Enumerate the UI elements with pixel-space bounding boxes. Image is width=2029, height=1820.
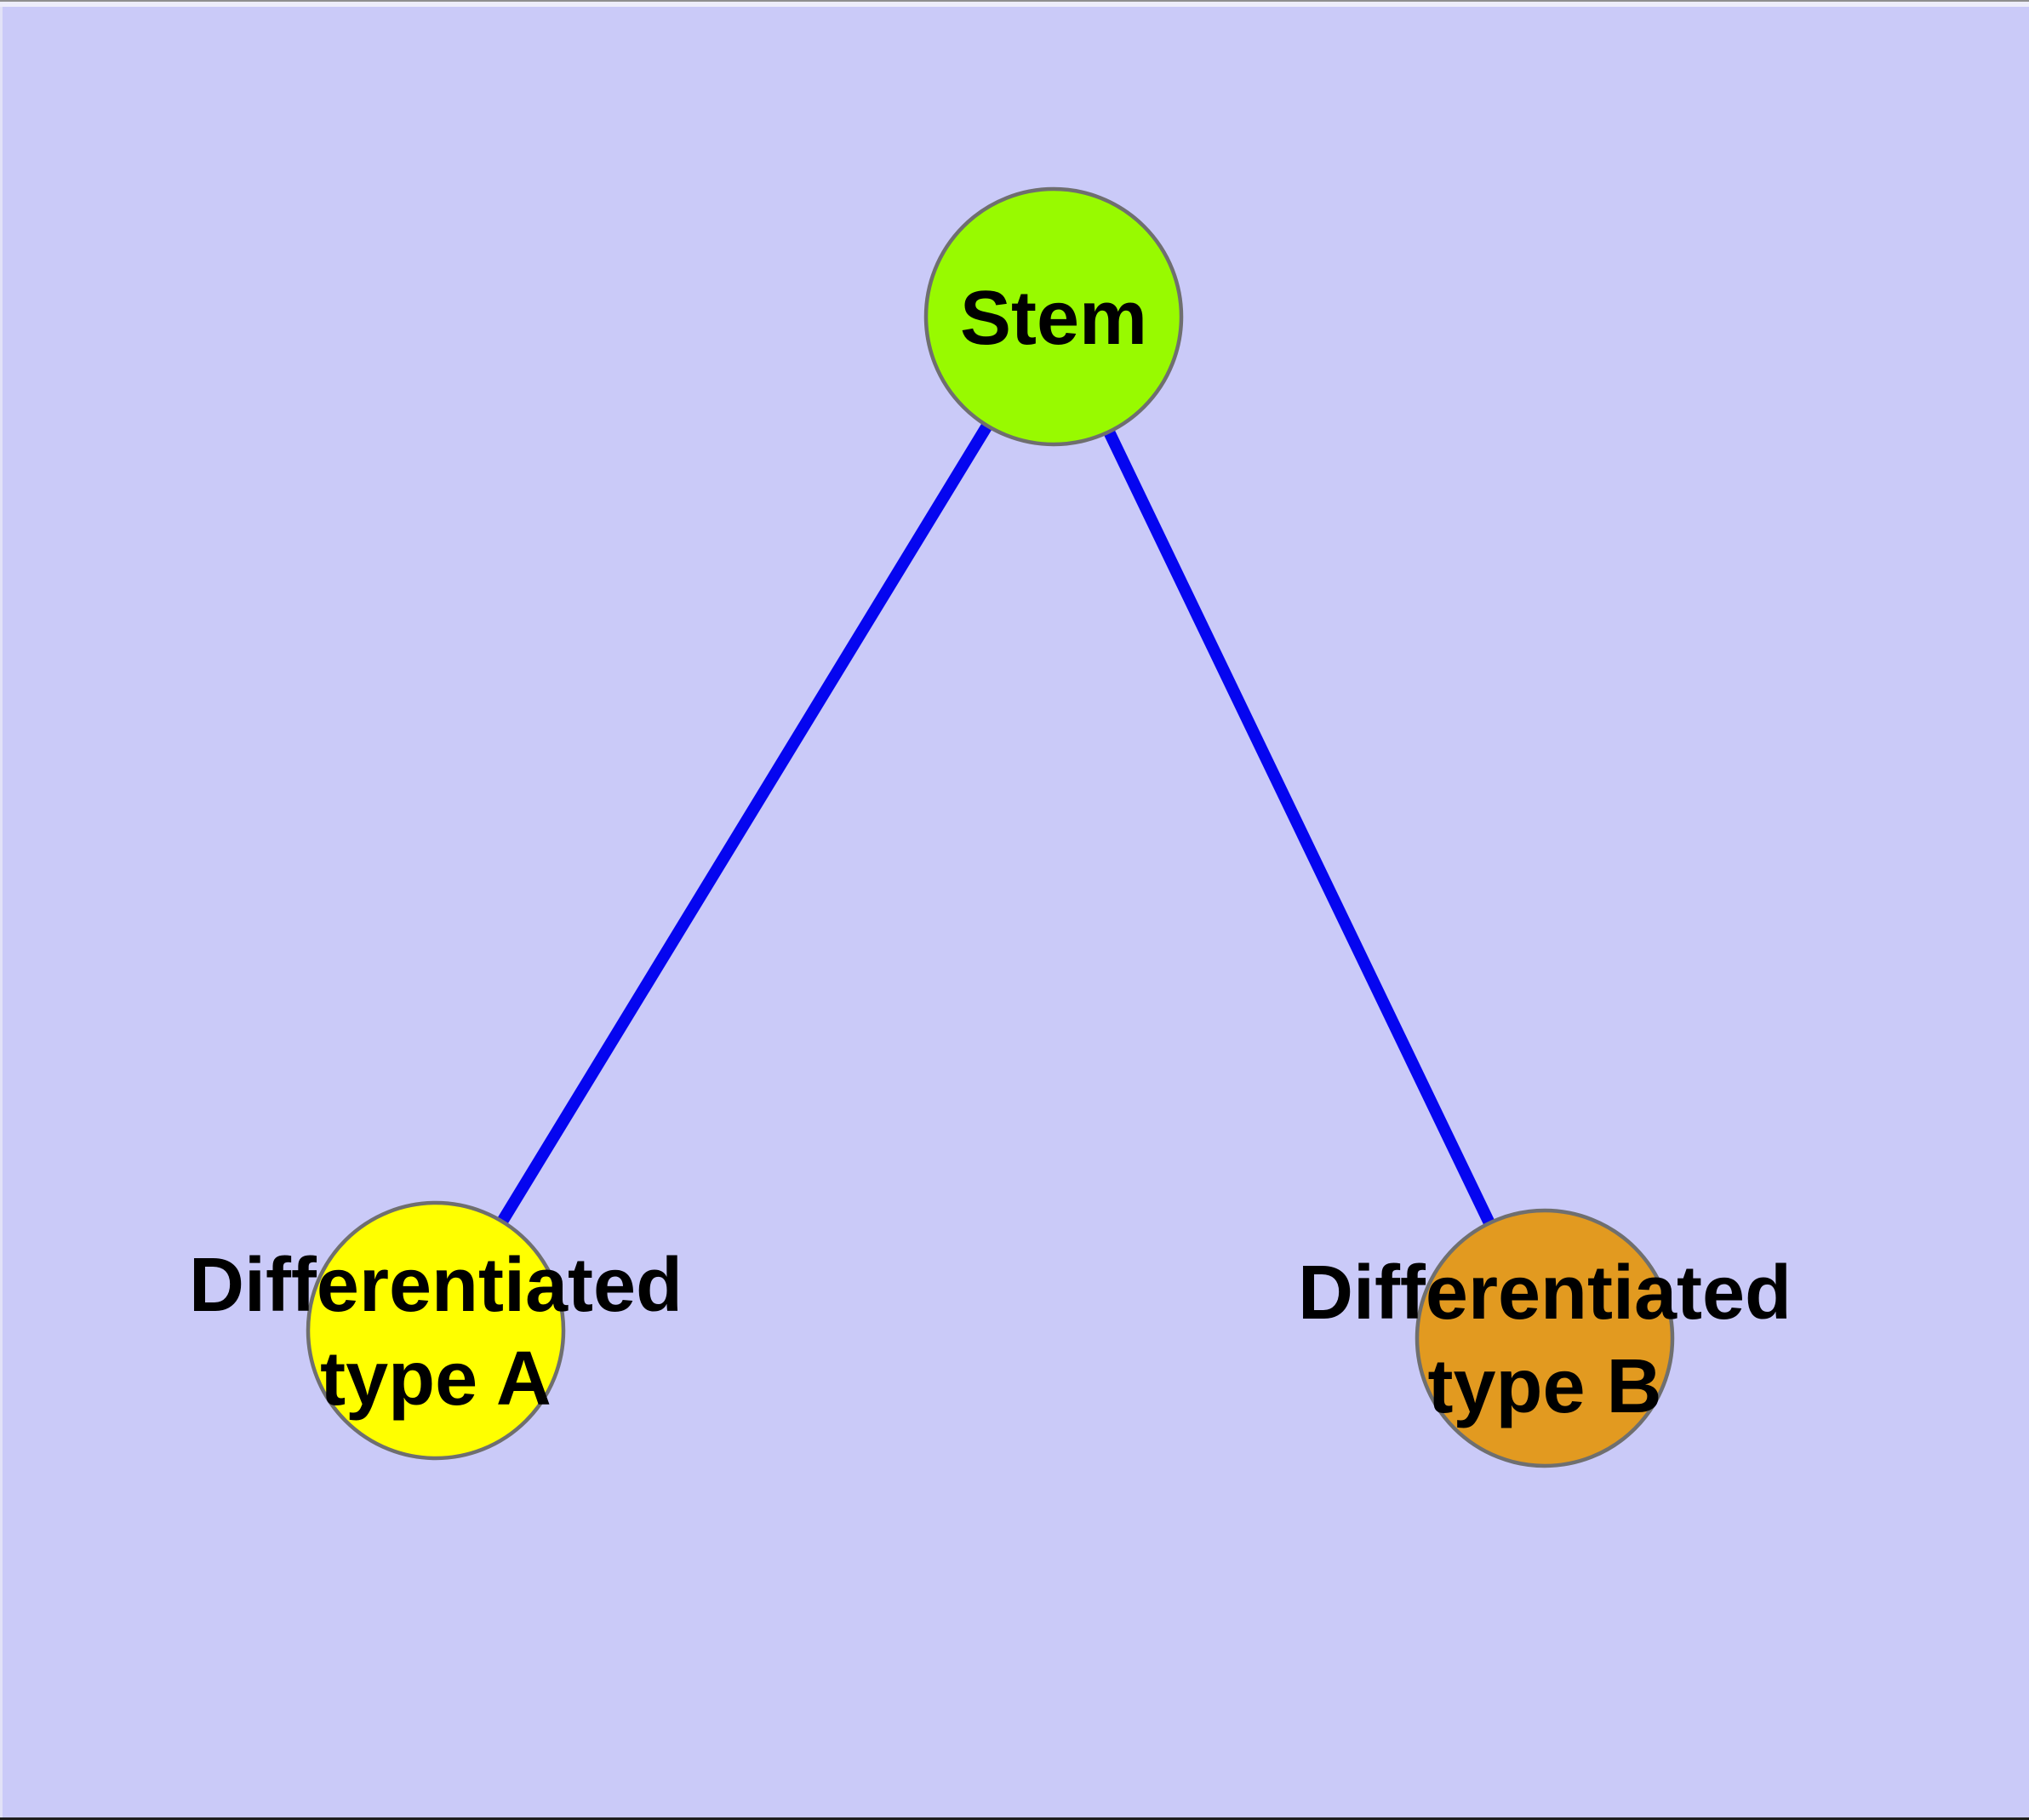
node-differentiated-type-a-circle [306, 1200, 566, 1461]
node-stem: Stem [923, 186, 1184, 447]
node-differentiated-type-a-label-line-1: Differentiated [189, 1243, 683, 1328]
node-differentiated-type-b-label-line-1: Differentiated [1298, 1251, 1792, 1336]
node-differentiated-type-b-circle [1415, 1208, 1675, 1468]
window-left-highlight [0, 7, 3, 1817]
window-bottom-edge [0, 1817, 2029, 1820]
window-top-highlight [0, 2, 2029, 7]
edge-stem-differentiated-type-b [1048, 313, 1551, 1342]
node-stem-label-line-1: Stem [960, 276, 1147, 361]
window-top-edge [0, 0, 2029, 2]
edge-stem-differentiated-type-a [431, 313, 1059, 1334]
node-differentiated-type-a-label-line-2: type A [320, 1336, 552, 1422]
node-stem-circle [923, 186, 1184, 447]
node-differentiated-type-b-label-line-2: type B [1427, 1344, 1661, 1429]
